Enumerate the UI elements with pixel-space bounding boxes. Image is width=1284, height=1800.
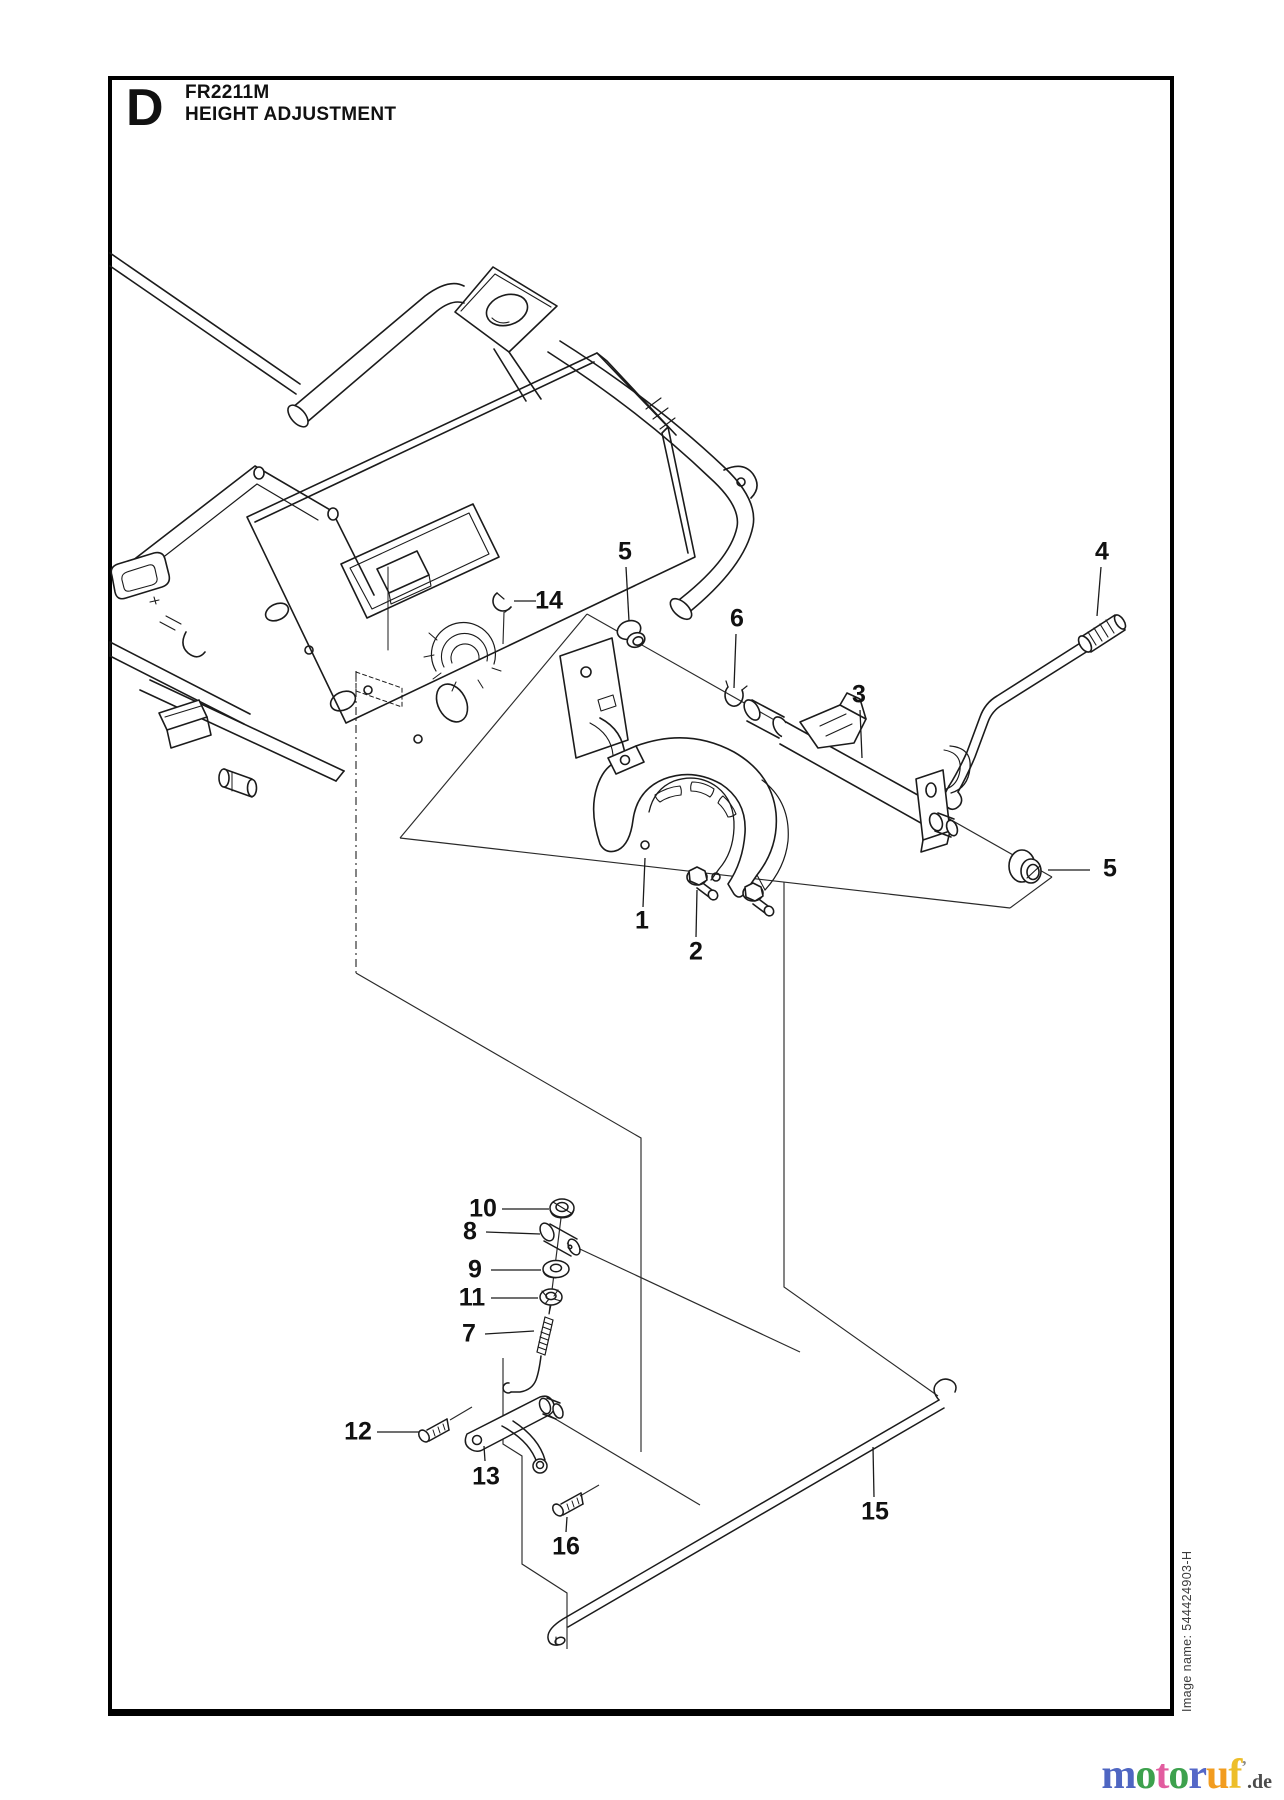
- bushing-5-left: [616, 619, 646, 649]
- part-callout-8: 8: [463, 1217, 477, 1246]
- watermark-tld: .de: [1247, 1771, 1272, 1793]
- locknut-11: [539, 1288, 563, 1306]
- watermark-apostrophe: ’: [1241, 1757, 1247, 1776]
- washer-9: [542, 1259, 570, 1279]
- part-callout-13: 13: [472, 1462, 500, 1491]
- bolt-2a: [686, 866, 719, 901]
- part-callout-14: 14: [535, 586, 563, 615]
- image-name-caption: Image name: 544424903-H: [1180, 1550, 1194, 1712]
- watermark-letter: u: [1205, 1752, 1229, 1798]
- watermark-letter: t: [1155, 1752, 1169, 1798]
- knob-4: [1077, 614, 1127, 653]
- chassis-frame: [109, 252, 758, 798]
- part-callout-15: 15: [861, 1497, 889, 1526]
- watermark-letter: m: [1101, 1752, 1136, 1798]
- part-callout-10: 10: [469, 1194, 497, 1223]
- part-callout-7: 7: [462, 1319, 476, 1348]
- lower-hardware: [418, 1198, 957, 1646]
- part-callout-2: 2: [689, 937, 703, 966]
- part-callout-5: 5: [1103, 854, 1117, 883]
- screw-16: [552, 1492, 584, 1517]
- part-callout-5: 5: [618, 537, 632, 566]
- sector-plate-assembly: [592, 737, 789, 917]
- retainer-clip-6: [724, 680, 748, 707]
- spring-7: [502, 1304, 554, 1394]
- screw-12: [418, 1418, 450, 1443]
- part-callout-16: 16: [552, 1532, 580, 1561]
- model-number: FR2211M: [185, 82, 270, 103]
- part-callout-1: 1: [635, 906, 649, 935]
- watermark-letter: r: [1188, 1752, 1207, 1798]
- part-callout-3: 3: [852, 680, 866, 709]
- retainer-clip-14: [492, 592, 512, 613]
- bolt-2b: [742, 882, 775, 917]
- adjuster-shaft-assembly: [492, 592, 1127, 884]
- nut-10: [549, 1198, 575, 1219]
- watermark-letter: f: [1228, 1752, 1242, 1798]
- part-callout-4: 4: [1095, 537, 1109, 566]
- section-letter: D: [126, 79, 164, 137]
- watermark-letter: o: [1168, 1752, 1189, 1798]
- part-callout-6: 6: [730, 604, 744, 633]
- adjuster-lever: [943, 639, 1092, 811]
- sector-plate-1: [592, 737, 778, 898]
- motoruf-watermark: motoruf’.de: [1101, 1754, 1272, 1796]
- watermark-letter: o: [1135, 1752, 1156, 1798]
- clevis-pin-8: [539, 1222, 581, 1257]
- part-callout-11: 11: [458, 1283, 486, 1312]
- pivot-bracket: [915, 769, 959, 853]
- page-title: HEIGHT ADJUSTMENT: [185, 104, 397, 125]
- rod-15: [547, 1378, 957, 1646]
- bushing-5-right: [1008, 849, 1042, 884]
- part-callout-9: 9: [468, 1255, 482, 1284]
- bracket-13: [464, 1395, 564, 1474]
- shaft-3: [743, 692, 942, 828]
- watermark-word: motoruf: [1101, 1752, 1242, 1798]
- title-block: FR2211M HEIGHT ADJUSTMENT: [185, 82, 396, 126]
- part-callout-12: 12: [344, 1417, 372, 1446]
- page-border: [108, 76, 1174, 1716]
- callout-leaders: [377, 566, 1102, 1533]
